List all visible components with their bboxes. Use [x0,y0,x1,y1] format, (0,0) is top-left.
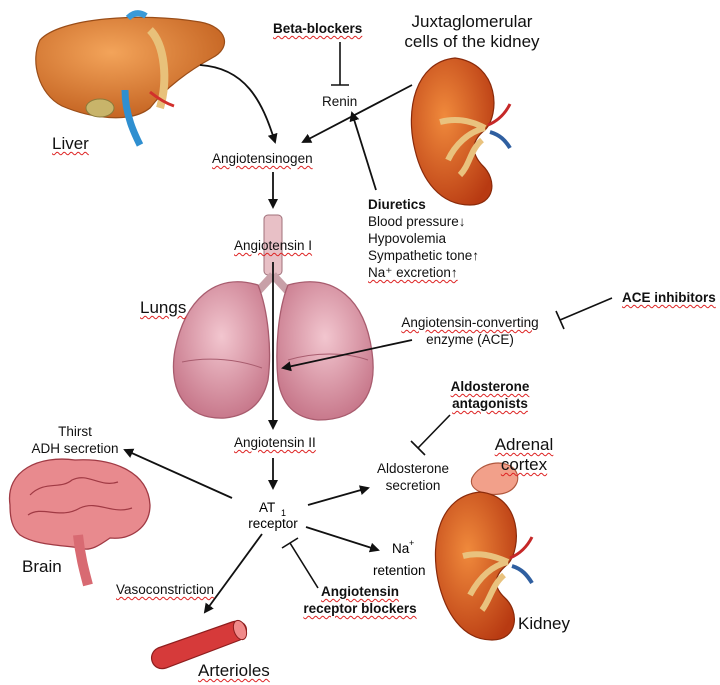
artery-illustration [150,619,248,670]
arbs-line2: receptor blockers [303,601,417,616]
pathway-arrows [123,64,413,614]
lungs-label: Lungs [140,298,187,317]
stimulus-item: Sympathetic tone↑ [368,248,480,263]
aldosterone-line2: secretion [385,478,441,493]
aldosterone-label: Aldosterone secretion [368,460,458,494]
na-retention-label: Na + retention [373,538,426,578]
stimulus-item: Hypovolemia [368,231,447,246]
inhibit-arbs [281,537,319,589]
renin-label: Renin [322,94,358,109]
ace-line1: Angiotensin-converting [401,315,539,330]
na-line2: retention [373,563,426,578]
arrow-at1-to-aldosterone [307,485,370,506]
arbs-line1: Angiotensin [321,584,399,599]
angiotensin-2-label: Angiotensin II [234,435,316,450]
thirst-line1: Thirst [58,424,92,439]
kidney-adrenal-illustration [434,462,534,641]
inhibit-ace-inhibitors [555,297,613,330]
thirst-line2: ADH secretion [31,441,119,456]
aldo-antag-line1: Aldosterone [450,379,530,394]
vasoconstriction-label: Vasoconstriction [116,582,215,597]
adrenal-cortex-label: Adrenal cortex [488,435,560,475]
at1-line1: AT [259,500,275,515]
arbs-label: Angiotensin receptor blockers [295,583,425,617]
juxtaglomerular-label: Juxtaglomerular cells of the kidney [397,12,547,52]
brain-illustration [8,458,151,587]
na-line1: Na [392,541,410,556]
arrow-liver-to-angiotensinogen [199,64,278,144]
diuretics-header: Diuretics [368,197,426,212]
kidney-label: Kidney [518,614,570,633]
inhibition-lines [281,42,613,589]
arrow-diuretics-to-renin [349,111,377,191]
arterioles-label: Arterioles [198,661,270,680]
liver-label: Liver [52,134,89,153]
ace-inhibitors-label: ACE inhibitors [622,290,716,305]
inhibit-beta-blockers [331,42,349,86]
brain-label: Brain [22,557,62,576]
angiotensinogen-label: Angiotensinogen [212,151,313,166]
beta-blockers-label: Beta-blockers [273,21,363,36]
arrow-at1-to-na-retention [305,526,380,553]
na-sup: + [409,538,414,548]
ace-line2: enzyme (ACE) [426,332,514,347]
aldosterone-antagonists-label: Aldosterone antagonists [440,378,540,412]
ace-label: Angiotensin-converting enzyme (ACE) [390,314,550,348]
angiotensin-1-label: Angiotensin I [234,238,313,253]
at1-receptor-label: AT 1 receptor [248,500,298,531]
diuretics-block: Diuretics Blood pressure↓ Hypovolemia Sy… [368,196,479,281]
adrenal-line1: Adrenal [494,435,554,454]
arrow-at1-to-vasoconstriction [203,533,263,614]
at1-line2: receptor [248,516,298,531]
kidney-top-illustration [410,57,512,206]
stimulus-item: Blood pressure↓ [368,214,466,229]
arrow-at1-to-thirst [123,448,233,499]
at1-sub: 1 [281,508,286,518]
juxtaglomerular-line1: Juxtaglomerular [411,12,533,31]
liver-illustration [35,10,226,147]
juxtaglomerular-line2: cells of the kidney [404,32,540,51]
stimulus-item: Na⁺ excretion↑ [368,265,458,280]
arrow-ace-to-conversion [281,339,413,372]
aldosterone-line1: Aldosterone [376,461,450,476]
thirst-label: Thirst ADH secretion [20,423,130,457]
aldo-antag-line2: antagonists [452,396,528,411]
inhibit-aldosterone-antagonists [410,414,451,456]
adrenal-line2: cortex [500,455,548,474]
lungs-illustration [172,214,374,421]
